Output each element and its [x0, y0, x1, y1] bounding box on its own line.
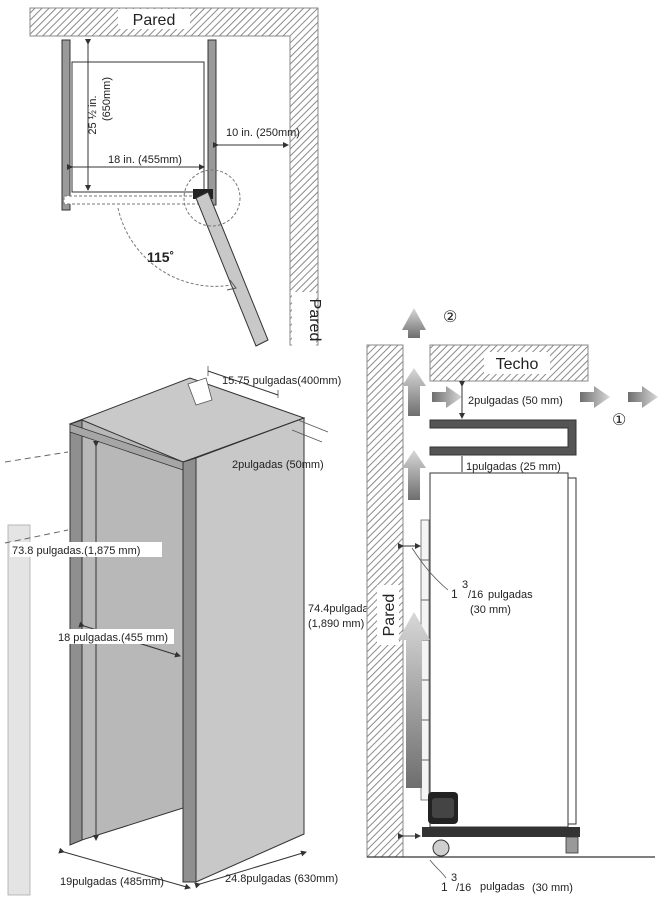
top-view: Pared Pared 115˚ 25 ½ in. (650mm) 18 in.…	[29, 7, 323, 348]
bottom-gap-den: /16	[456, 882, 471, 894]
appliance-base	[422, 827, 580, 837]
ceiling-label: Techo	[496, 356, 539, 373]
side-wall-label: Pared	[381, 594, 398, 637]
outer-depth-line	[194, 850, 307, 889]
inner-width-label: 18 pulgadas.(455 mm)	[58, 632, 168, 644]
swing-arc	[117, 207, 233, 287]
width-label: 18 in. (455mm)	[108, 154, 182, 166]
hinge-circle	[183, 169, 241, 227]
outer-depth-label: 24.8pulgadas (630mm)	[225, 873, 338, 885]
back-gap-mm: (30 mm)	[470, 604, 511, 616]
bottom-gap-num: 3	[451, 872, 457, 884]
inner-height-label: 73.8 pulgadas.(1,875 mm)	[12, 545, 140, 557]
airflow-arrow-rear-mid	[402, 368, 426, 416]
cabinet-right-wall	[207, 39, 217, 206]
right-panel-side	[195, 417, 305, 883]
bottom-gap-whole: 1	[441, 880, 448, 894]
top-gap-label: 2pulgadas (50mm)	[232, 459, 324, 471]
outer-height-label-a: 74.4pulgadas	[308, 603, 375, 615]
side-top-gap-label: 2pulgadas (50 mm)	[468, 395, 563, 407]
bottom-gap-unit: pulgadas	[480, 881, 525, 893]
depth-mm-label: (650mm)	[101, 77, 113, 121]
airflow-marker-1: ①	[612, 412, 626, 429]
door-open	[195, 191, 269, 347]
outer-width-label: 19pulgadas (485mm)	[60, 876, 164, 888]
side-view: Pared Techo ② ①	[366, 308, 658, 894]
side-gap-label: 10 in. (250mm)	[226, 127, 300, 139]
top-shelf-bracket	[429, 419, 577, 456]
back-gap-den: /16	[468, 589, 483, 601]
right-panel-edge	[182, 457, 197, 883]
guide-lower	[4, 529, 69, 544]
airflow-arrow-out	[628, 386, 658, 408]
inner-height-label-bg	[10, 542, 162, 557]
compressor-detail	[432, 798, 454, 818]
bottom-gap-leader	[429, 859, 447, 879]
appliance-body	[429, 472, 569, 828]
airflow-marker-2: ②	[443, 309, 457, 326]
cabinet-interior	[71, 61, 205, 193]
airflow-arrow-top-left	[432, 386, 462, 408]
guide-upper	[4, 451, 69, 463]
wall-top-label-bg	[118, 9, 190, 29]
back-gap-whole: 1	[451, 587, 458, 601]
side-wall-label-bg	[377, 585, 399, 645]
enclosure-view: 15.75 pulgadas(400mm) 2pulgadas (50mm) 7…	[4, 366, 375, 896]
airflow-arrow-rising	[398, 612, 430, 788]
width-label-bg	[96, 152, 194, 166]
cabinet-left-wall	[61, 39, 71, 211]
shelf-gap-label: 1pulgadas (25 mm)	[466, 461, 561, 473]
top-depth-line	[207, 370, 279, 396]
top-slab-notch	[187, 377, 213, 406]
swing-arrow	[226, 279, 237, 291]
back-gap-unit: pulgadas	[488, 589, 533, 601]
outer-height-label-b: (1,890 mm)	[308, 618, 364, 630]
top-depth-label: 15.75 pulgadas(400mm)	[222, 375, 341, 387]
door-angle-label: 115˚	[147, 249, 174, 265]
wall-right-label: Pared	[306, 299, 323, 342]
bottom-gap-mm: (30 mm)	[532, 882, 573, 894]
background-wall	[7, 524, 31, 896]
inner-width-label-bg	[56, 629, 174, 644]
top-gap-ticks	[291, 419, 329, 443]
airflow-arrow-top-right	[580, 386, 610, 408]
door-closed-outline	[63, 195, 209, 205]
airflow-arrow-up-top	[402, 308, 426, 338]
outer-width-line	[58, 847, 191, 890]
wall-top-label: Pared	[133, 12, 176, 29]
rear-foot	[565, 836, 579, 854]
back-gap-leader	[411, 547, 449, 591]
back-gap-num: 3	[462, 579, 468, 591]
airflow-arrow-rear-upper	[402, 450, 426, 500]
wall-right-label-bg	[292, 292, 316, 348]
depth-in-label: 25 ½ in.	[87, 95, 99, 134]
ceiling-label-bg	[484, 352, 550, 374]
wall-top-hatch	[29, 7, 319, 346]
appliance-door	[567, 477, 577, 825]
front-wheel	[432, 839, 450, 857]
